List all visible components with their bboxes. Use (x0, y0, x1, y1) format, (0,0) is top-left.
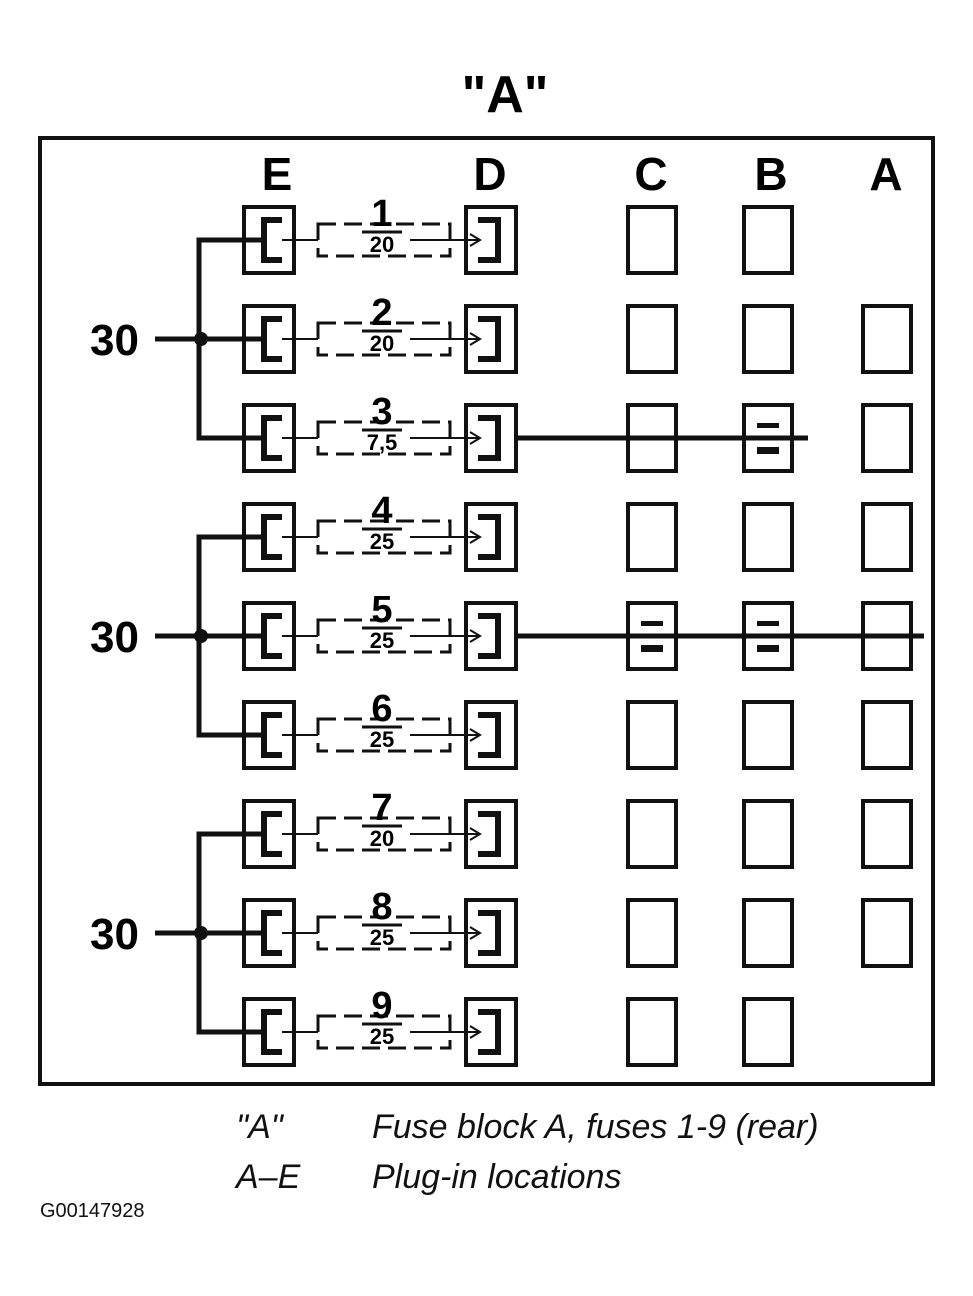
plug-in-slot-a (861, 403, 913, 473)
fuse-rating: 25 (370, 727, 394, 752)
diagram-title: "A" (462, 66, 549, 124)
plug-in-slot-b (742, 700, 794, 770)
plug-in-slot-b (742, 502, 794, 572)
column-header-b: B (754, 148, 787, 200)
fuse-row: 120 (242, 193, 794, 275)
fuse-element (282, 717, 482, 753)
plug-in-slot-b (742, 304, 794, 374)
plug-in-slot-a (861, 799, 913, 869)
fuse-rating: 25 (370, 925, 394, 950)
plug-in-slot-a (861, 898, 913, 968)
column-headers: E D C B A (262, 148, 903, 200)
fuse-number: 1 (371, 193, 392, 235)
fuse-rating: 25 (370, 1024, 394, 1049)
fuse-row: 37,5 (242, 391, 913, 473)
feed-junction-dot (194, 332, 208, 346)
fuse-number: 9 (371, 985, 392, 1027)
legend-row-1-key: "A" (236, 1108, 283, 1146)
fuse-element (282, 420, 482, 456)
plug-in-slot-b (742, 997, 794, 1067)
plug-in-slot-b (742, 205, 794, 275)
plug-in-slot-c (626, 799, 678, 869)
fuse-row: 220 (242, 292, 913, 374)
fuse-row: 925 (242, 985, 794, 1067)
plug-in-slot-b (742, 799, 794, 869)
plug-in-slot-c (626, 997, 678, 1067)
fuse-row: 425 (242, 490, 913, 572)
feed-junction-dot (194, 629, 208, 643)
fuse-element (282, 519, 482, 555)
fuse-rating: 20 (370, 232, 394, 257)
plug-in-slot-a (861, 502, 913, 572)
fuse-element (282, 915, 482, 951)
fuse-element (282, 321, 482, 357)
fuse-row: 825 (242, 886, 913, 968)
fuse-number: 8 (371, 886, 392, 928)
feed-group: 30 (90, 237, 266, 441)
feed-label: 30 (90, 316, 139, 365)
fuse-number: 4 (371, 490, 392, 532)
legend-row-1-text: Fuse block A, fuses 1-9 (rear) (372, 1108, 819, 1146)
column-header-a: A (869, 148, 902, 200)
feed-group: 30 (90, 831, 266, 1035)
feed-label: 30 (90, 910, 139, 959)
plug-in-slot-b (742, 898, 794, 968)
legend-row-2-key: A–E (236, 1158, 301, 1196)
fuse-number: 3 (371, 391, 392, 433)
feed-groups: 30 30 30 (90, 237, 266, 1035)
fuse-number: 7 (371, 787, 392, 829)
legend-row-2-text: Plug-in locations (372, 1158, 622, 1196)
fuse-rating: 20 (370, 826, 394, 851)
plug-in-slot-a (861, 700, 913, 770)
feed-group: 30 (90, 534, 266, 738)
fuse-element (282, 222, 482, 258)
fuse-rating: 25 (370, 628, 394, 653)
column-header-c: C (634, 148, 667, 200)
column-header-d: D (473, 148, 506, 200)
fuse-rating: 25 (370, 529, 394, 554)
fuse-element (282, 618, 482, 654)
fuse-row: 720 (242, 787, 913, 869)
plug-in-slot-c (626, 205, 678, 275)
fuse-row: 525 (242, 589, 924, 671)
fuse-block-frame (38, 136, 935, 1086)
fuse-rating: 7,5 (367, 430, 398, 455)
fuse-element (282, 816, 482, 852)
fuse-element (282, 1014, 482, 1050)
plug-in-slot-c (626, 304, 678, 374)
plug-in-slot-c (626, 898, 678, 968)
plug-in-slot-c (626, 502, 678, 572)
fuse-number: 6 (371, 688, 392, 730)
fuse-number: 5 (371, 589, 392, 631)
feed-label: 30 (90, 613, 139, 662)
column-header-e: E (262, 148, 293, 200)
plug-in-slot-a (861, 304, 913, 374)
plug-in-slot-c (626, 700, 678, 770)
feed-junction-dot (194, 926, 208, 940)
fuse-row: 625 (242, 688, 913, 770)
fuse-rating: 20 (370, 331, 394, 356)
fuse-number: 2 (371, 292, 392, 334)
figure-code: G00147928 (40, 1200, 145, 1222)
